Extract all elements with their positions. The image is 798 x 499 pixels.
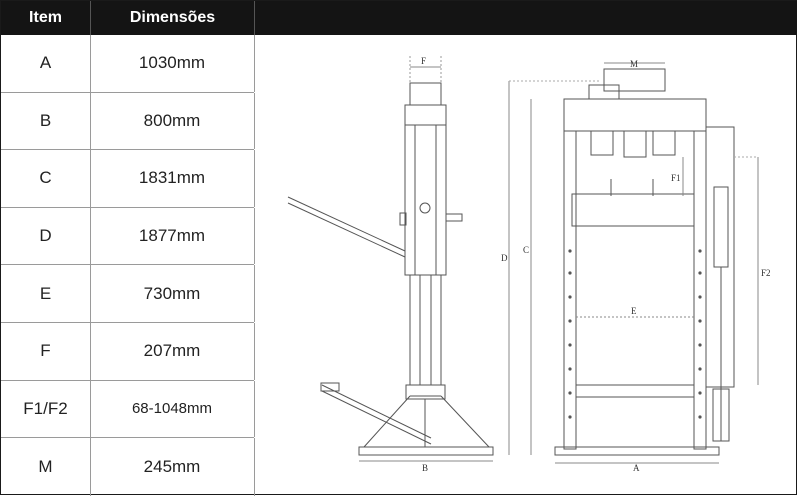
row-value: 730mm <box>90 265 255 322</box>
row-item: M <box>1 438 91 496</box>
label-d: D <box>501 253 508 263</box>
row-item: F <box>1 322 91 380</box>
table-row: A 1030mm <box>1 35 255 93</box>
label-f: F <box>421 56 426 66</box>
label-f1: F1 <box>671 173 681 183</box>
drawing-svg: F B M A E D C F1 F2 <box>287 56 771 473</box>
table-row: C 1831mm <box>1 150 255 208</box>
row-value: 1877mm <box>90 207 255 265</box>
label-a: A <box>633 463 640 473</box>
table-row: F1/F2 68-1048mm <box>1 380 255 439</box>
label-f2: F2 <box>761 268 771 278</box>
row-item: A <box>1 35 91 92</box>
header-item: Item <box>1 1 90 35</box>
table-row: D 1877mm <box>1 207 255 266</box>
row-item: D <box>1 207 91 265</box>
row-item: F1/F2 <box>1 380 91 438</box>
row-value: 207mm <box>90 322 255 380</box>
label-m: M <box>630 59 638 69</box>
table-row: B 800mm <box>1 92 255 151</box>
table-row: E 730mm <box>1 265 255 323</box>
row-item: E <box>1 265 91 322</box>
row-item: B <box>1 92 91 150</box>
label-c: C <box>523 245 529 255</box>
table-row: M 245mm <box>1 438 255 496</box>
row-value: 68-1048mm <box>90 380 255 438</box>
front-view <box>508 62 759 464</box>
label-b: B <box>422 463 428 473</box>
row-value: 245mm <box>90 438 255 496</box>
row-item: C <box>1 150 91 207</box>
table-row: F 207mm <box>1 322 255 381</box>
side-view <box>287 56 494 462</box>
row-value: 1030mm <box>90 35 255 92</box>
row-value: 800mm <box>90 92 255 150</box>
row-value: 1831mm <box>90 150 255 207</box>
header-figure <box>254 1 797 35</box>
press-technical-drawing: F B M A E D C F1 F2 <box>255 36 796 494</box>
label-e: E <box>631 306 637 316</box>
header-dimensions: Dimensões <box>90 1 254 35</box>
dimension-table: A 1030mm B 800mm C 1831mm D 1877mm E 730… <box>1 35 255 496</box>
